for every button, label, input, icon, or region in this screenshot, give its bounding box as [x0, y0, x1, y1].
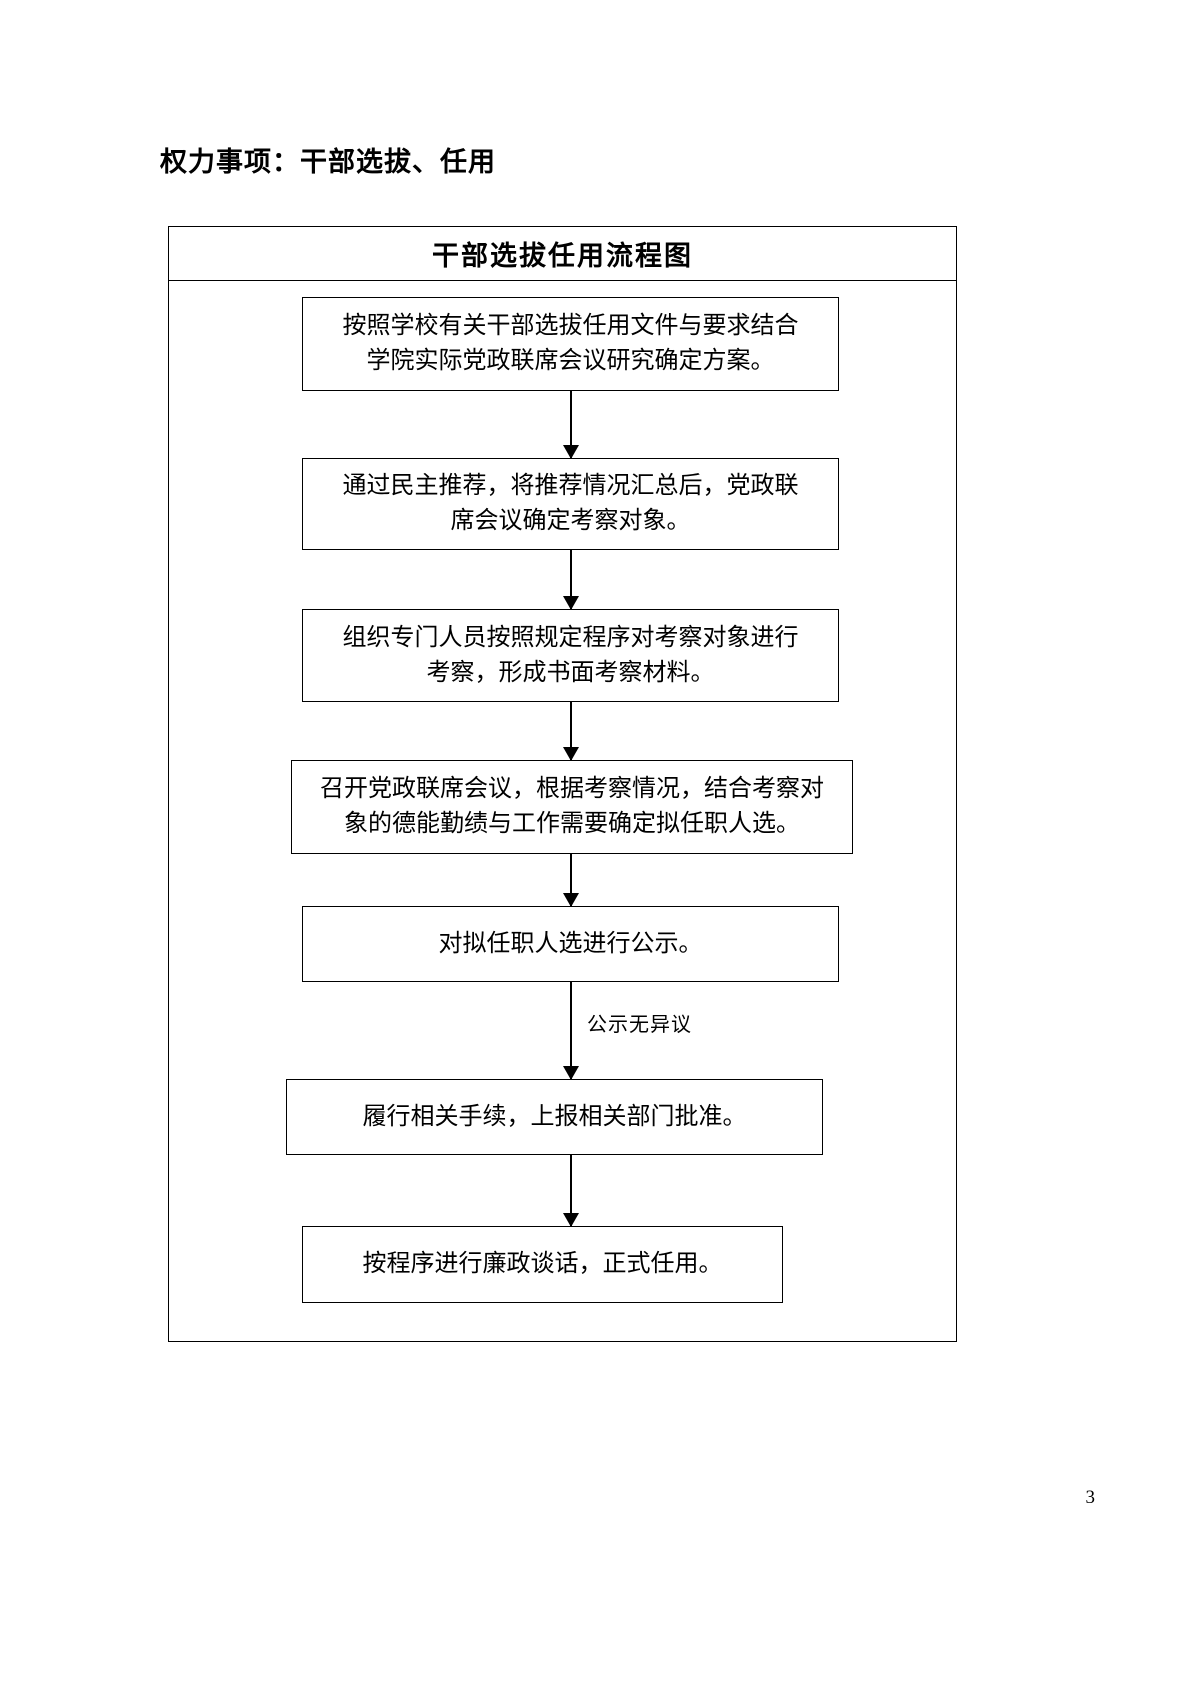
flow-node-step-6: 履行相关手续，上报相关部门批准。: [286, 1079, 823, 1155]
flow-node-step-7-label: 按程序进行廉政谈话，正式任用。: [362, 1251, 723, 1278]
flow-node-step-7: 按程序进行廉政谈话，正式任用。: [302, 1226, 783, 1303]
flow-node-step-1: 按照学校有关干部选拔任用文件与要求结合 学院实际党政联席会议研究确定方案。: [302, 297, 839, 391]
flow-node-step-3: 组织专门人员按照规定程序对考察对象进行 考察，形成书面考察材料。: [302, 609, 839, 702]
flow-node-step-2-label: 通过民主推荐，将推荐情况汇总后，党政联 席会议确定考察对象。: [342, 473, 799, 534]
flow-arrow-2-to-3: [570, 550, 572, 609]
flowchart-title-bar: 干部选拔任用流程图: [169, 227, 956, 281]
flow-arrow-1-to-2: [570, 391, 572, 458]
flow-node-step-4-label: 召开党政联席会议，根据考察情况，结合考察对 象的德能勤绩与工作需要确定拟任职人选…: [320, 776, 824, 837]
flow-node-step-2: 通过民主推荐，将推荐情况汇总后，党政联 席会议确定考察对象。: [302, 458, 839, 550]
page-title: 权力事项：干部选拔、任用: [160, 147, 496, 177]
flow-edge-label-public-notice: 公示无异议: [587, 1014, 692, 1036]
flowchart-canvas: 按照学校有关干部选拔任用文件与要求结合 学院实际党政联席会议研究确定方案。 通过…: [169, 281, 956, 1341]
page-number: 3: [1085, 1487, 1096, 1508]
flow-arrow-4-to-5: [570, 854, 572, 906]
flow-node-step-5-label: 对拟任职人选进行公示。: [438, 930, 703, 957]
flowchart-container: 干部选拔任用流程图 按照学校有关干部选拔任用文件与要求结合 学院实际党政联席会议…: [168, 226, 957, 1342]
flow-node-step-1-label: 按照学校有关干部选拔任用文件与要求结合 学院实际党政联席会议研究确定方案。: [342, 313, 799, 374]
flowchart-title: 干部选拔任用流程图: [432, 241, 693, 271]
flow-node-step-3-label: 组织专门人员按照规定程序对考察对象进行 考察，形成书面考察材料。: [342, 624, 799, 686]
flow-node-step-6-label: 履行相关手续，上报相关部门批准。: [362, 1103, 747, 1130]
flow-arrow-6-to-7: [570, 1155, 572, 1226]
flow-node-step-4: 召开党政联席会议，根据考察情况，结合考察对 象的德能勤绩与工作需要确定拟任职人选…: [291, 760, 853, 854]
flow-arrow-5-to-6: [570, 982, 572, 1079]
flow-arrow-3-to-4: [570, 702, 572, 760]
flow-node-step-5: 对拟任职人选进行公示。: [302, 906, 839, 982]
